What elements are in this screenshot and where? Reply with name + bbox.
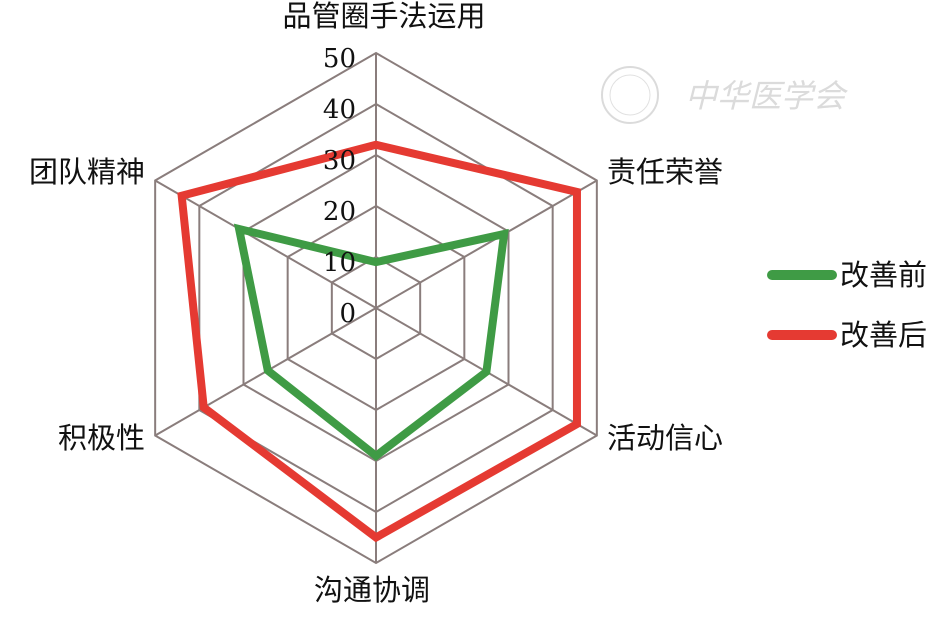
radial-tick-labels: 0 10 20 30 40 50 bbox=[323, 44, 356, 329]
category-label: 沟通协调 bbox=[314, 573, 430, 607]
tick-label: 0 bbox=[339, 299, 356, 329]
tick-label: 20 bbox=[323, 197, 356, 227]
series-line bbox=[233, 223, 509, 461]
watermark-logo: 中华医学会 bbox=[601, 66, 848, 124]
category-label: 品管圈手法运用 bbox=[282, 0, 485, 33]
category-label: 团队精神 bbox=[29, 155, 145, 189]
tick-label: 40 bbox=[323, 95, 356, 125]
category-label: 积极性 bbox=[58, 421, 145, 455]
legend-label: 改善后 bbox=[840, 318, 927, 352]
radar-grid bbox=[154, 51, 598, 565]
tick-label: 30 bbox=[323, 146, 356, 176]
category-label: 活动信心 bbox=[607, 421, 723, 455]
tick-label: 50 bbox=[323, 44, 356, 74]
grid-spoke bbox=[154, 179, 377, 309]
category-label: 责任荣誉 bbox=[607, 155, 723, 189]
grid-spoke bbox=[375, 179, 598, 309]
series-line bbox=[177, 140, 581, 543]
legend-label: 改善前 bbox=[840, 258, 927, 292]
svg-text:中华医学会: 中华医学会 bbox=[685, 77, 848, 115]
tick-label: 10 bbox=[323, 248, 356, 278]
radar-series bbox=[177, 140, 581, 543]
